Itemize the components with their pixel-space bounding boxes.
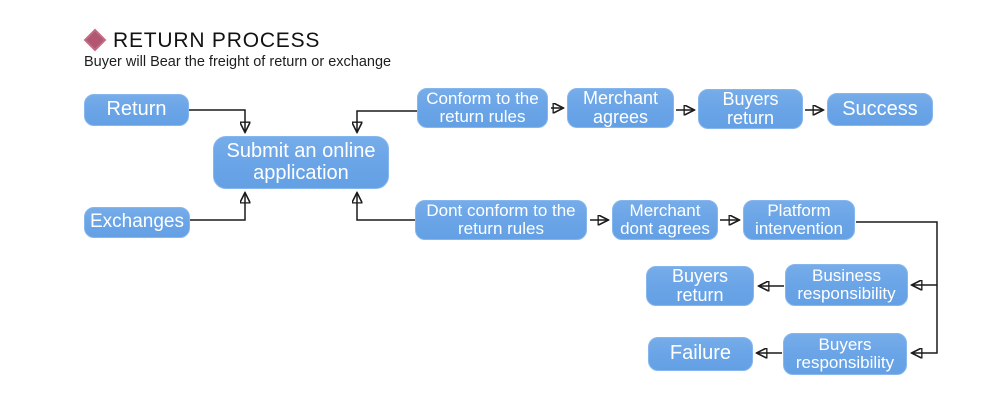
node-buyers-responsibility: Buyers responsibility <box>783 333 907 375</box>
node-conform-rules: Conform to the return rules <box>417 88 548 128</box>
edge-conform-to-submit <box>357 110 417 132</box>
node-buyers-return-top: Buyers return <box>698 89 803 129</box>
node-submit-application: Submit an online application <box>213 136 389 189</box>
node-business-responsibility: Business responsibility <box>785 264 908 306</box>
node-exchanges: Exchanges <box>84 207 190 238</box>
node-platform-intervention: Platform intervention <box>743 200 855 240</box>
page-title: RETURN PROCESS <box>113 29 321 52</box>
edge-return-to-submit <box>189 109 245 132</box>
node-merchant-dont-agrees: Merchant dont agrees <box>612 200 718 240</box>
page-subtitle: Buyer will Bear the freight of return or… <box>84 54 392 70</box>
edge-dontconform-to-submit <box>357 193 415 221</box>
node-success: Success <box>827 93 933 126</box>
edge-platform-to-buyers-responsibility <box>856 221 938 353</box>
node-merchant-agrees: Merchant agrees <box>567 88 674 128</box>
edge-exchanges-to-submit <box>190 193 245 221</box>
node-buyers-return-bottom: Buyers return <box>646 266 754 306</box>
node-dont-conform-rules: Dont conform to the return rules <box>415 200 587 240</box>
node-return: Return <box>84 94 189 126</box>
node-failure: Failure <box>648 337 753 371</box>
